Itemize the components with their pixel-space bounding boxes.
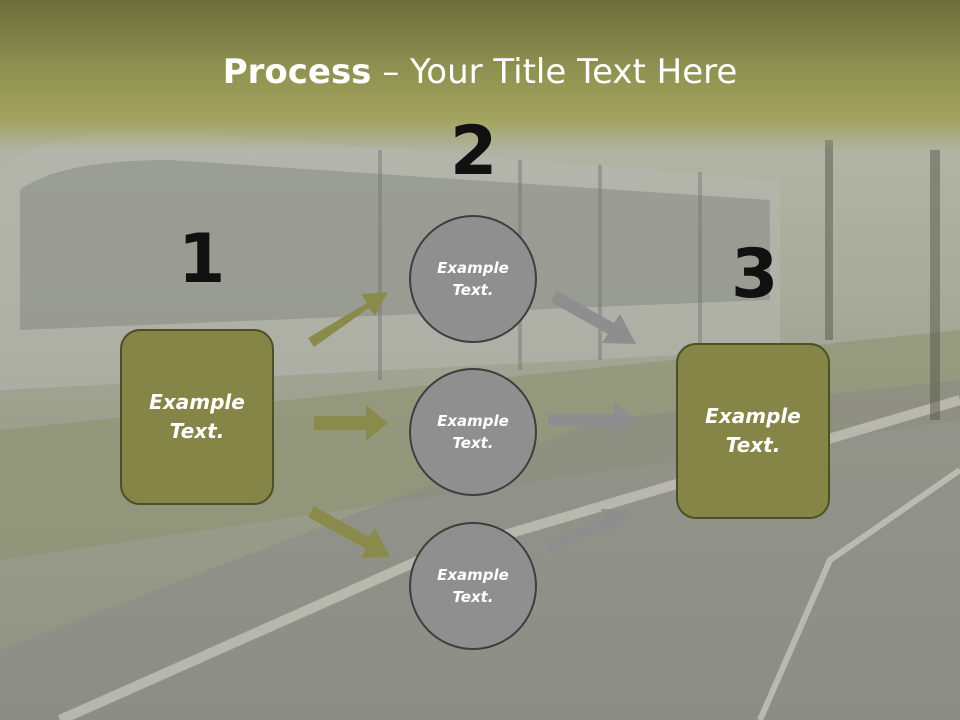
step-1-box[interactable]: Example Text.: [120, 329, 274, 505]
step-number-2: 2: [450, 112, 498, 191]
circle-bottom-text: Example Text.: [437, 565, 509, 607]
step-3-text: Example Text.: [705, 404, 801, 457]
step-3-box[interactable]: Example Text.: [676, 343, 830, 519]
circle-middle[interactable]: Example Text.: [409, 368, 537, 496]
title-bold: Process: [222, 52, 372, 92]
circle-bottom[interactable]: Example Text.: [409, 522, 537, 650]
title-band: [0, 0, 960, 150]
step-number-3: 3: [731, 235, 779, 314]
step-1-text: Example Text.: [149, 390, 245, 443]
arrow-bottom-to-3: [545, 509, 630, 553]
step-number-1: 1: [178, 220, 226, 299]
arrow-middle-to-3: [548, 402, 637, 438]
circle-top[interactable]: Example Text.: [409, 215, 537, 343]
arrow-1-to-bottom: [308, 506, 390, 558]
arrow-top-to-3: [551, 291, 636, 344]
arrow-1-to-middle: [314, 405, 388, 441]
title-rest: – Your Title Text Here: [371, 52, 738, 92]
arrow-1-to-top: [308, 292, 388, 347]
slide-title: Process – Your Title Text Here: [0, 52, 960, 92]
circle-middle-text: Example Text.: [437, 411, 509, 453]
circle-top-text: Example Text.: [437, 258, 509, 300]
